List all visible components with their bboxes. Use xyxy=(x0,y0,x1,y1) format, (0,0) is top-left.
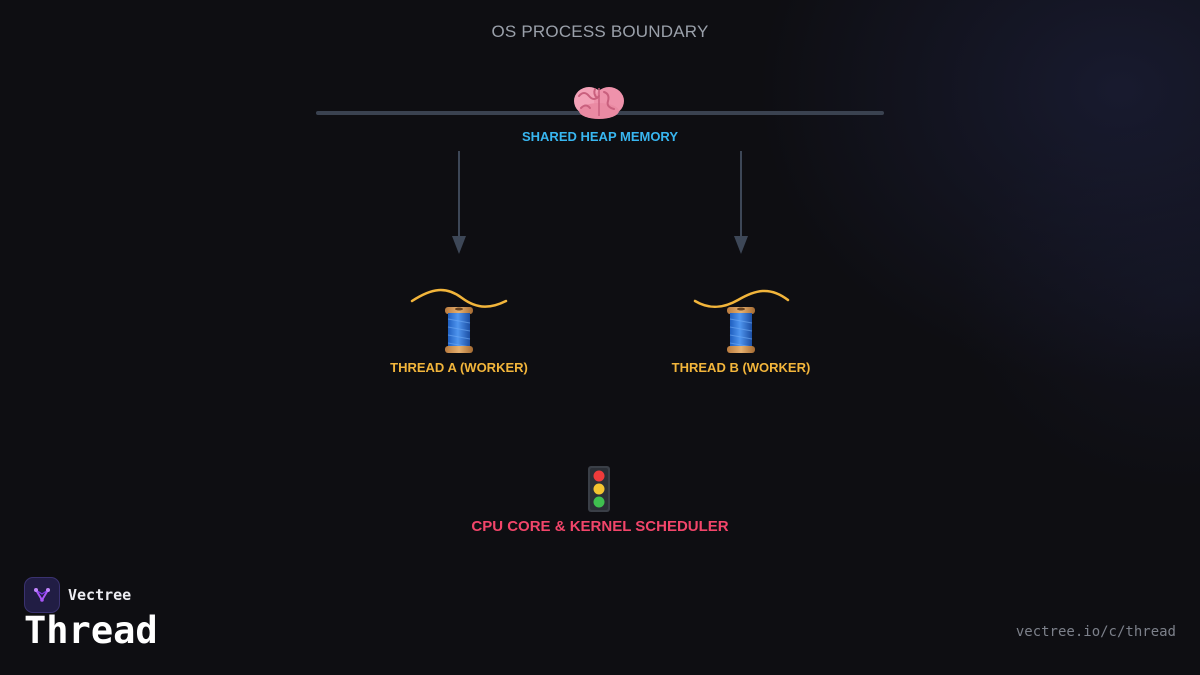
spool-of-thread-icon xyxy=(727,307,755,353)
process-boundary-label: OS PROCESS BOUNDARY xyxy=(491,22,709,41)
thread-b-label: THREAD B (WORKER) xyxy=(671,360,811,375)
brain-icon xyxy=(574,87,624,119)
arrow-heap-to-thread-b xyxy=(734,151,748,254)
brand-name: Vectree xyxy=(68,586,132,604)
scheduler-label: CPU CORE & KERNEL SCHEDULER xyxy=(471,518,729,535)
shared-heap-label: SHARED HEAP MEMORY xyxy=(521,129,679,144)
source-url: vectree.io/c/thread xyxy=(1015,624,1176,640)
thread-a-label: THREAD A (WORKER) xyxy=(390,360,528,375)
thread-a-strand xyxy=(410,288,508,308)
topic-title: Thread xyxy=(24,609,158,652)
vectree-logo-icon xyxy=(24,577,60,613)
traffic-light-icon xyxy=(588,466,610,512)
thread-b-strand xyxy=(693,289,790,309)
brand: Vectree xyxy=(24,577,131,613)
arrow-heap-to-thread-a xyxy=(452,151,466,254)
spool-of-thread-icon xyxy=(445,307,473,353)
